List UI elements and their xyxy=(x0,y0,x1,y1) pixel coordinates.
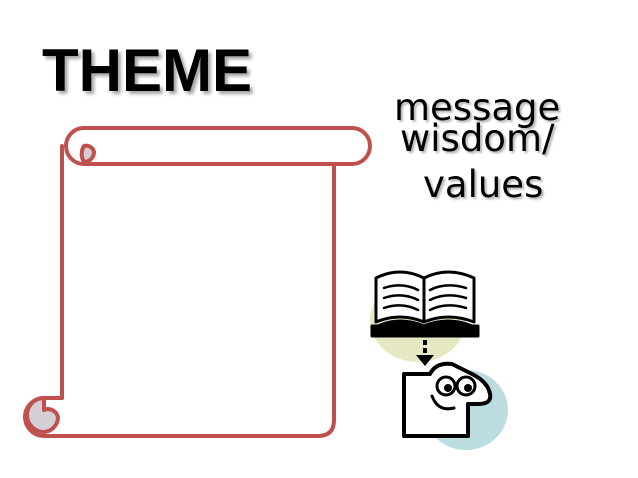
word-wisdom: wisdom/ xyxy=(400,117,555,160)
word-message: message xyxy=(394,86,561,129)
word-values: values xyxy=(423,163,544,206)
slide-title: THEME xyxy=(42,37,252,104)
